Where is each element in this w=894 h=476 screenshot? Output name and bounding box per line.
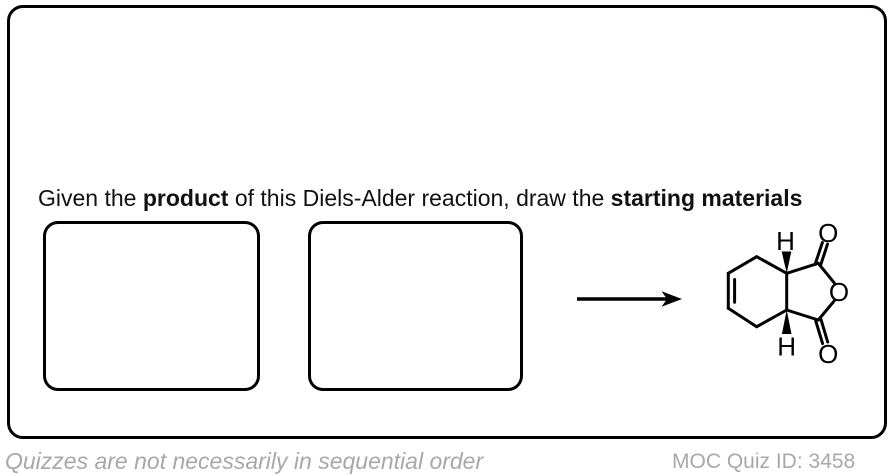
- answer-box-2[interactable]: [308, 221, 523, 391]
- question-text: Given the product of this Diels-Alder re…: [38, 184, 802, 213]
- question-bold-product: product: [142, 185, 229, 211]
- question-part-1: Given the: [38, 185, 143, 211]
- atom-label-o-carbonyl-top: O: [818, 218, 838, 248]
- carbonyl-top-double-bond: [814, 241, 829, 266]
- product-structure-diagram: H H O O O: [726, 218, 849, 369]
- atom-label-h-top: H: [776, 226, 795, 256]
- footer-quiz-id: MOC Quiz ID: 3458: [672, 450, 856, 473]
- atom-label-o-ring: O: [829, 277, 849, 307]
- anhydride-ring: [785, 261, 836, 322]
- atom-label-h-bottom: H: [777, 332, 796, 362]
- question-bold-starting-materials: starting materials: [610, 185, 803, 211]
- atom-label-o-carbonyl-bottom: O: [818, 339, 838, 369]
- carbonyl-bottom-double-bond: [814, 317, 830, 346]
- quiz-card: Given the product of this Diels-Alder re…: [7, 5, 887, 439]
- answer-box-1[interactable]: [43, 221, 260, 391]
- wedge-bond-top-h: [781, 251, 792, 274]
- wedge-bond-bottom-h: [781, 310, 792, 334]
- cyclohexene-ring: [726, 255, 789, 329]
- reaction-arrow-head: [661, 291, 682, 307]
- reaction-arrow: [577, 291, 682, 307]
- footer-sequential-order-note: Quizzes are not necessarily in sequentia…: [5, 448, 484, 474]
- question-part-2: of this Diels-Alder reaction, draw the: [228, 185, 611, 211]
